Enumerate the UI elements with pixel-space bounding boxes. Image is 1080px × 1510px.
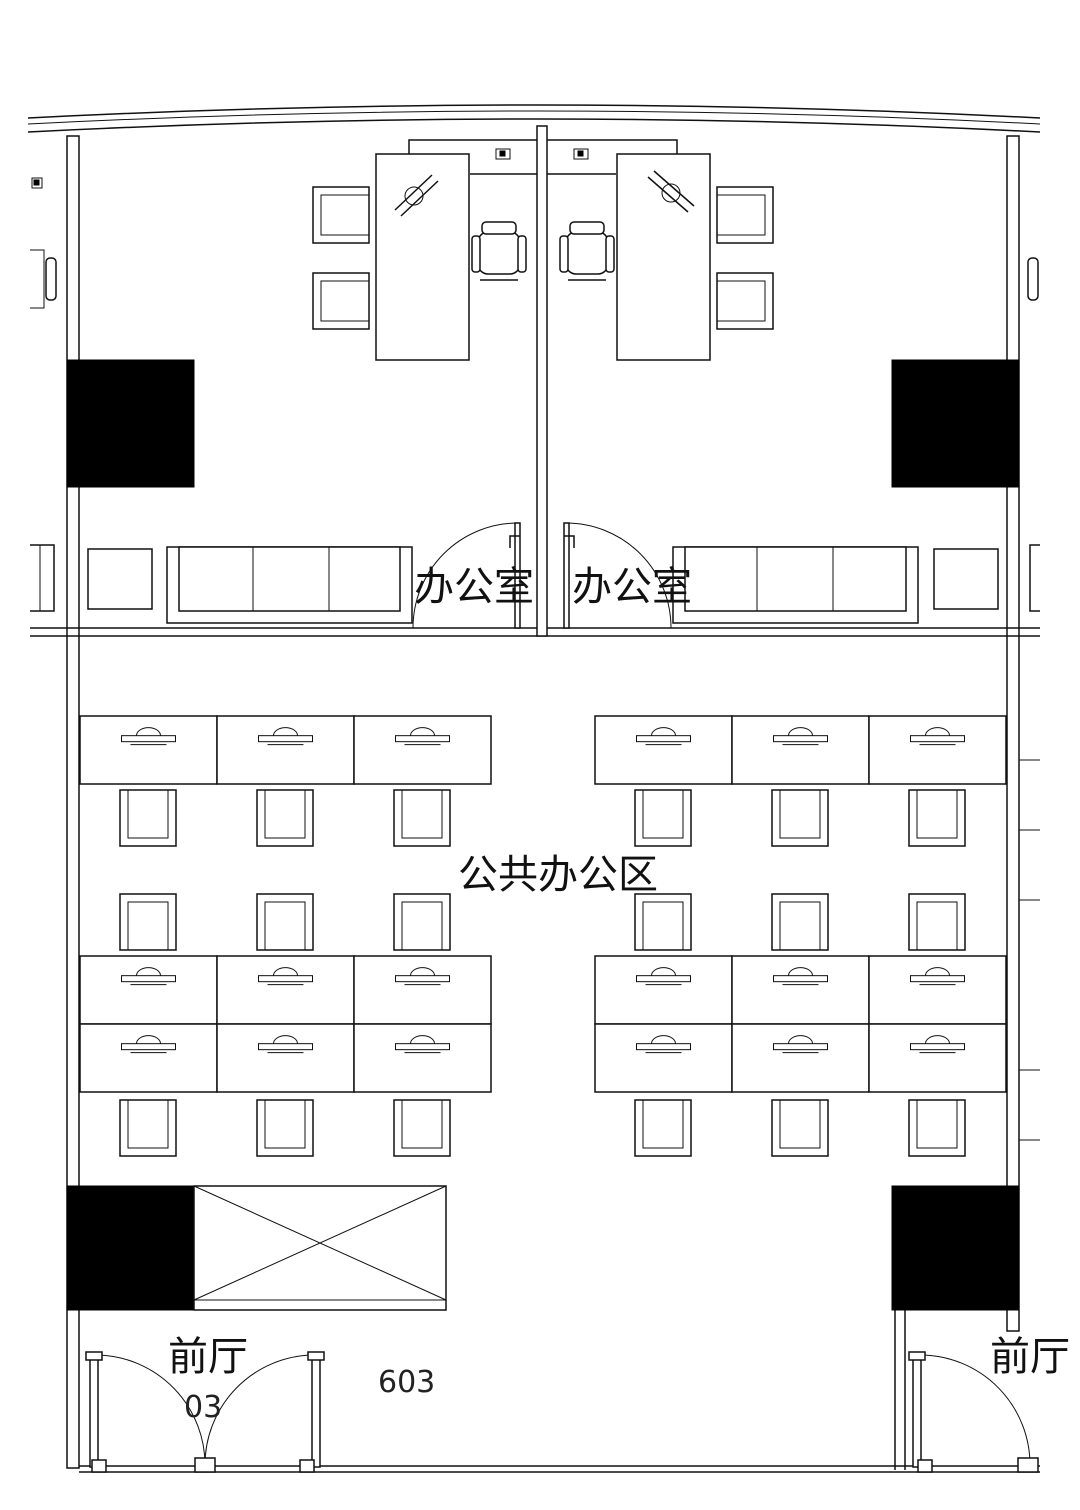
workstation-desk (79, 1023, 218, 1093)
workstation-chair (393, 789, 451, 847)
column-top-right (891, 359, 1020, 488)
open-office-workstations (79, 715, 1007, 1157)
workstation-chair (908, 893, 966, 951)
monitor-icon (647, 170, 695, 213)
left-office-furniture (87, 139, 537, 629)
right-office-furniture (547, 139, 999, 629)
entrance-double-door (85, 1351, 325, 1473)
workstation-chair (634, 789, 692, 847)
workstation-chair (393, 1099, 451, 1157)
side-table (87, 548, 153, 610)
workstation-desk (594, 1023, 733, 1093)
unit-number-partial: 03 (184, 1390, 222, 1425)
workstation-chair (908, 1099, 966, 1157)
workstation-chair (119, 789, 177, 847)
guest-chair (312, 186, 370, 244)
sofa (166, 546, 413, 624)
sofa (672, 546, 919, 624)
office-chair (471, 221, 527, 281)
workstation-desk (216, 1023, 355, 1093)
workstation-chair (119, 893, 177, 951)
workstation-chair (771, 789, 829, 847)
workstation-desk (731, 1023, 870, 1093)
workstation-chair (256, 1099, 314, 1157)
column-bottom-left (66, 1185, 195, 1311)
workstation-chair (634, 1099, 692, 1157)
workstation-desk (353, 955, 492, 1025)
room-label-office-right: 办公室 (572, 564, 692, 610)
workstation-chair (908, 789, 966, 847)
guest-chair (312, 272, 370, 330)
workstation-desk (79, 715, 218, 785)
guest-chair (716, 272, 774, 330)
workstation-desk (216, 715, 355, 785)
door-swing (563, 522, 672, 629)
guest-chair (716, 186, 774, 244)
monitor-icon (394, 174, 439, 217)
workstation-chair (634, 893, 692, 951)
workstation-desk (868, 715, 1007, 785)
workstation-chair (771, 1099, 829, 1157)
column-top-left (66, 359, 195, 488)
workstation-chair (256, 789, 314, 847)
workstation-chair (119, 1099, 177, 1157)
unit-number: 603 (378, 1365, 435, 1400)
room-label-lobby-left: 前厅 (168, 1334, 248, 1380)
column-bottom-right (891, 1185, 1020, 1311)
curved-facade-wall (27, 104, 1041, 133)
storage-cabinet (193, 1185, 447, 1311)
workstation-desk (353, 1023, 492, 1093)
room-label-lobby-right: 前厅 (990, 1334, 1070, 1380)
neighbour-entrance-door (908, 1351, 1039, 1473)
neighbour-units (30, 177, 1040, 612)
workstation-chair (256, 893, 314, 951)
desk (616, 153, 711, 361)
workstation-desk (868, 955, 1007, 1025)
workstation-desk (353, 715, 492, 785)
workstation-desk (868, 1023, 1007, 1093)
workstation-desk (731, 715, 870, 785)
room-label-office-left: 办公室 (414, 564, 534, 610)
office-partition (536, 125, 548, 637)
workstation-desk (216, 955, 355, 1025)
room-label-open-office: 公共办公区 (458, 852, 658, 898)
workstation-desk (731, 955, 870, 1025)
side-table (933, 548, 999, 610)
workstation-chair (771, 893, 829, 951)
desk (375, 153, 470, 361)
door-swing (412, 522, 521, 629)
workstation-chair (393, 893, 451, 951)
workstation-desk (594, 955, 733, 1025)
workstation-desk (594, 715, 733, 785)
workstation-desk (79, 955, 218, 1025)
office-chair (559, 221, 615, 281)
